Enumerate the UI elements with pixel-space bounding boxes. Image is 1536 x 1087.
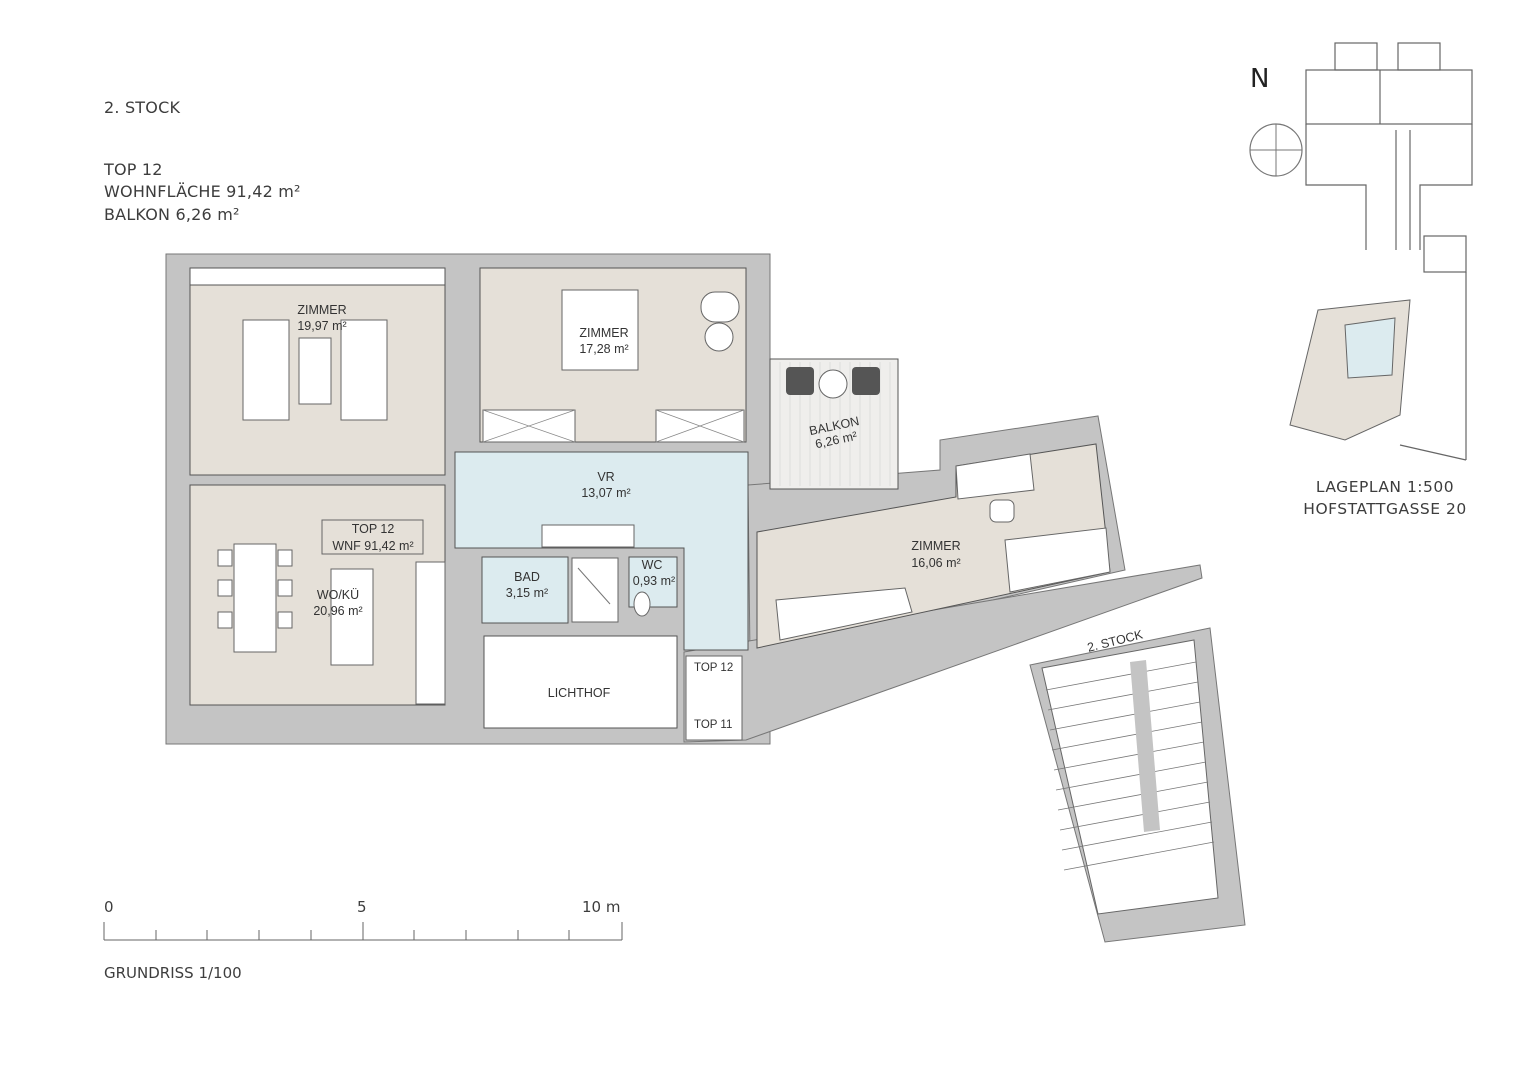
area-bad: 3,15 m² [506,586,548,600]
label-bad: BAD [514,570,540,584]
label-lichthof: LICHTHOF [548,686,611,700]
floor-title: 2. STOCK [104,98,181,117]
area-wokue: 20,96 m² [313,604,362,618]
label-wc: WC [642,558,663,572]
scale-tick-5: 5 [357,898,367,916]
scale-tick-10: 10 m [582,898,621,916]
label-wokue: WO/KÜ [317,588,359,602]
area-zimmer-1: 19,97 m² [297,319,346,333]
room-bad [481,556,569,624]
unit-tag-box [321,519,424,555]
area-wc: 0,93 m² [633,574,675,588]
staircase [1041,639,1219,915]
site-plan [1305,42,1473,461]
label-zimmer-3: ZIMMER [911,539,960,553]
living-area-text: WOHNFLÄCHE 91,42 m² [104,182,301,201]
scale-bar [103,922,623,941]
entrance-top11: TOP 11 [694,719,732,731]
scale-caption: GRUNDRISS 1/100 [104,964,242,982]
room-vr [454,451,749,651]
label-zimmer-2: ZIMMER [579,326,628,340]
site-plan-title: LAGEPLAN 1:500 [1315,478,1455,496]
unit-tag-line2: WNF 91,42 m² [332,539,413,553]
north-label: N [1250,64,1270,94]
room-lichthof [483,635,678,729]
label-vr: VR [597,470,614,484]
area-zimmer-3: 16,06 m² [911,556,960,570]
scale-tick-0: 0 [104,898,114,916]
label-zimmer-1: ZIMMER [297,303,346,317]
area-vr: 13,07 m² [581,486,630,500]
area-zimmer-2: 17,28 m² [579,342,628,356]
entrance-top12: TOP 12 [694,662,733,674]
unit-tag-line1: TOP 12 [352,522,395,536]
site-plan-address: HOFSTATTGASSE 20 [1303,500,1467,518]
balcony-area-text: BALKON 6,26 m² [104,205,240,224]
unit-number: TOP 12 [104,160,163,179]
